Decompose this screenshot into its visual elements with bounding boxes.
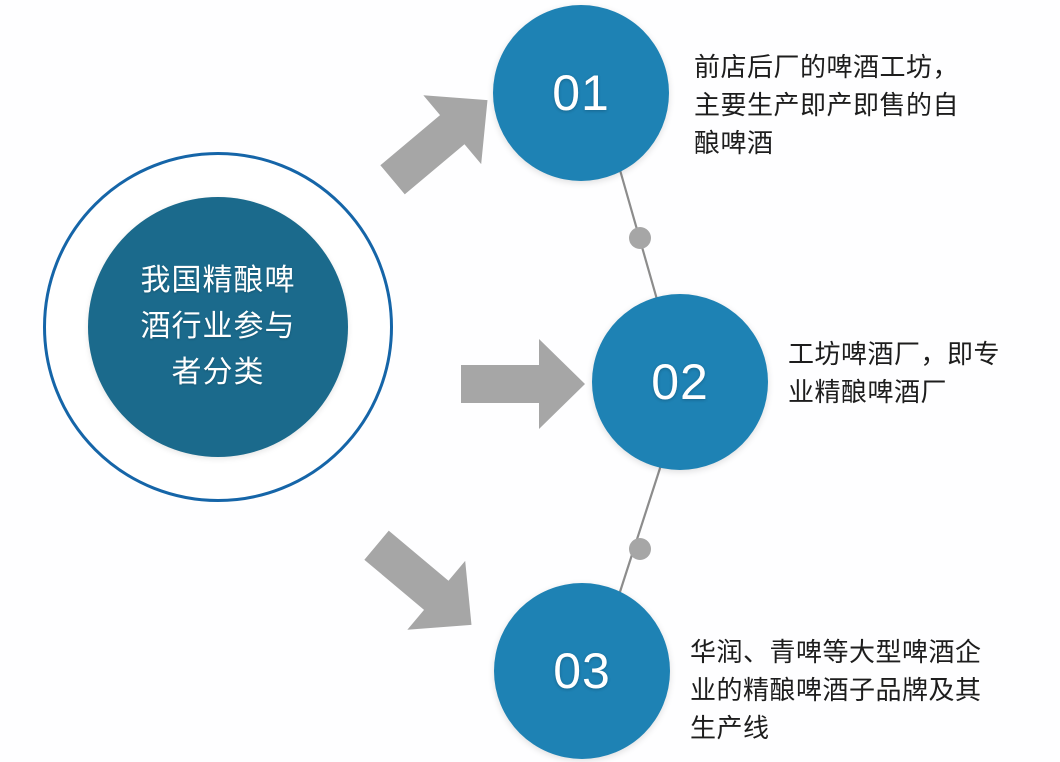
node-description-02: 工坊啤酒厂，即专 业精酿啤酒厂 <box>788 339 1001 407</box>
connector-line-02-03 <box>616 461 664 599</box>
connector-dot-upper <box>629 227 651 249</box>
node-description-03: 华润、青啤等大型啤酒企 业的精酿啤酒子品牌及其 生产线 <box>690 637 982 743</box>
hub-title: 我国精酿啤 酒行业参与 者分类 <box>140 264 296 389</box>
connector-line-01-02 <box>618 169 662 311</box>
node-number-01: 01 <box>552 65 610 121</box>
node-number-03: 03 <box>553 643 611 699</box>
arrow-to-node-03-icon <box>364 530 472 630</box>
node-number-02: 02 <box>651 354 709 410</box>
connector-dot-lower <box>629 538 651 560</box>
arrow-to-node-01-icon <box>380 95 488 195</box>
node-circle-01[interactable]: 01 <box>493 5 669 181</box>
node-description-01: 前店后厂的啤酒工坊， 主要生产即产即售的自 酿啤酒 <box>694 52 960 158</box>
hub-core-circle: 我国精酿啤 酒行业参与 者分类 <box>88 197 348 457</box>
node-circle-03[interactable]: 03 <box>494 583 670 759</box>
node-circle-02[interactable]: 02 <box>592 294 768 470</box>
arrow-to-node-02-icon <box>461 339 585 429</box>
